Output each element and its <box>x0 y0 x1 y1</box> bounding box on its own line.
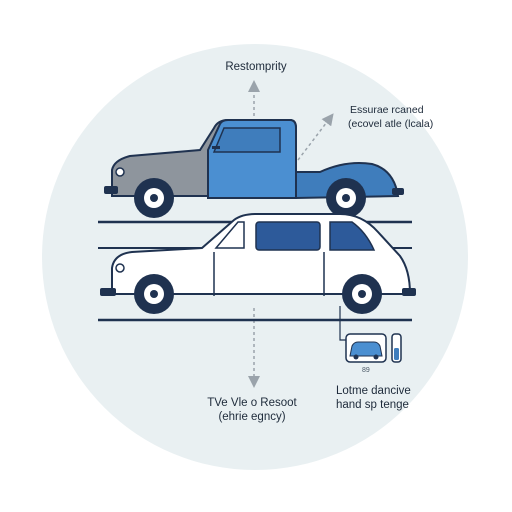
sedan-middle-window <box>255 221 321 251</box>
sedan-front-window <box>214 221 245 249</box>
sedan-headlight <box>115 263 125 273</box>
battery-gauge-icon <box>391 333 402 363</box>
small-car-icon <box>345 333 387 363</box>
mini-icon-caption: 89 <box>362 367 370 374</box>
truck-rear-bumper <box>392 188 404 195</box>
truck-front-bumper <box>104 186 118 194</box>
sedan-front-bumper <box>100 288 116 296</box>
truck-door-handle <box>212 146 220 149</box>
sedan-car-icon <box>100 213 416 314</box>
bottom-center-label-line2: (ehrie egncy) <box>218 411 286 423</box>
bottom-center-label-line1: TVe Vle o Resoot <box>207 397 297 409</box>
mini-car-wheel-left <box>353 354 359 360</box>
sedan-rear-cap <box>358 290 366 298</box>
bottom-right-label-line2: hand sp tenge <box>336 399 409 411</box>
truck-window <box>212 127 281 153</box>
bottom-right-label-line1: Lotme dancive <box>336 385 411 397</box>
truck-headlight <box>115 167 125 177</box>
sedan-door-line <box>213 252 325 296</box>
connector-line <box>339 306 346 341</box>
truck-rear-cap <box>342 194 350 202</box>
gauge-fill <box>394 348 399 360</box>
mini-car-wheel-right <box>373 354 379 360</box>
diagonal-arrow <box>297 113 334 161</box>
truck-front-cap <box>150 194 158 202</box>
pickup-truck-icon <box>104 119 404 218</box>
right-top-label-line2: (ecovel atle (lcala) <box>348 118 434 130</box>
mini-car-body <box>349 341 383 357</box>
sedan-rear-bumper <box>402 288 416 296</box>
sedan-rear-window <box>329 221 376 251</box>
right-top-label-line1: Essurae rcaned <box>350 104 424 116</box>
top-label: Restomprity <box>225 61 287 73</box>
sedan-front-cap <box>150 290 158 298</box>
